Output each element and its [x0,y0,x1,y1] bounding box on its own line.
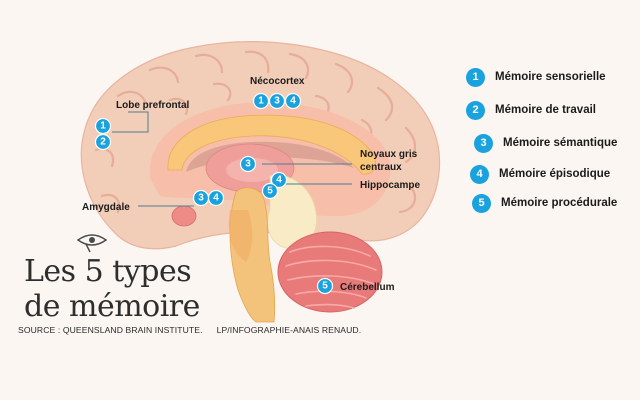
legend-label-2: Mémoire de travail [495,104,596,116]
svg-text:4: 4 [213,193,219,204]
marker-cerebellum-5: 5 [316,277,334,295]
marker-hippocampe-4: 4 [270,171,288,189]
legend-badge-3: 3 [474,133,493,153]
legend-badge-4: 4 [470,164,489,184]
amygdala [171,205,197,227]
source-text: SOURCE : QUEENSLAND BRAIN INSTITUTE. [18,325,203,335]
svg-text:5: 5 [322,281,328,292]
cerebellum [277,231,383,313]
label-cerebellum: Cérebellum [340,282,395,293]
pons [228,210,253,262]
legend-badge-1: 1 [466,67,485,87]
legend-badge-2: 2 [466,100,485,120]
label-noyaux-line2: centraux [360,162,402,173]
legend-item-3: 3 Mémoire sémantique [474,132,617,154]
eye-logo-icon [76,234,108,253]
marker-amygdale-3: 3 [192,189,210,207]
headline: Les 5 types de mémoire [24,254,264,324]
legend-label-4: Mémoire épisodique [499,168,611,180]
svg-text:3: 3 [198,193,204,204]
label-hippocampe: Hippocampe [360,180,420,191]
legend-item-5: 5 Mémoire procédurale [472,192,617,214]
label-amygdale: Amygdale [82,202,130,213]
marker-noyaux-3: 3 [239,155,257,173]
marker-prefrontal-1: 1 [94,117,112,135]
svg-text:2: 2 [100,137,106,148]
legend-badge-5: 5 [472,193,491,213]
legend-label-5: Mémoire procédurale [501,197,618,209]
cerebellum-folds [285,245,377,309]
source-line: SOURCE : QUEENSLAND BRAIN INSTITUTE. LP/I… [18,325,438,335]
prefrontal-leader [112,111,149,133]
legend-label-1: Mémoire sensorielle [495,71,606,83]
credit-text: LP/INFOGRAPHIE-ANAIS RENAUD. [216,325,362,335]
marker-amygdale-4: 4 [207,189,225,207]
svg-text:4: 4 [290,96,296,107]
legend-item-1: 1 Mémoire sensorielle [466,66,606,88]
marker-neocortex-3: 3 [268,92,286,110]
svg-text:3: 3 [245,159,251,170]
headline-line-1: Les 5 types [24,254,192,289]
marker-prefrontal-2: 2 [94,133,112,151]
corpus-callosum [167,114,376,175]
label-noyaux-line1: Noyaux gris [360,149,418,160]
headline-line-2: de mémoire [24,289,200,324]
legend-label-3: Mémoire sémantique [503,137,618,149]
svg-text:4: 4 [276,175,282,186]
svg-text:3: 3 [274,96,280,107]
label-lobe-prefrontal: Lobe prefrontal [116,100,190,111]
legend-item-4: 4 Mémoire épisodique [470,163,610,185]
marker-neocortex-1: 1 [252,92,270,110]
svg-text:1: 1 [258,96,264,107]
svg-text:1: 1 [100,121,106,132]
marker-neocortex-4: 4 [284,92,302,110]
label-neocortex: Nécocortex [250,76,305,87]
legend-item-2: 2 Mémoire de travail [466,99,596,121]
svg-text:5: 5 [267,186,273,197]
marker-hippocampe-5: 5 [261,182,279,200]
